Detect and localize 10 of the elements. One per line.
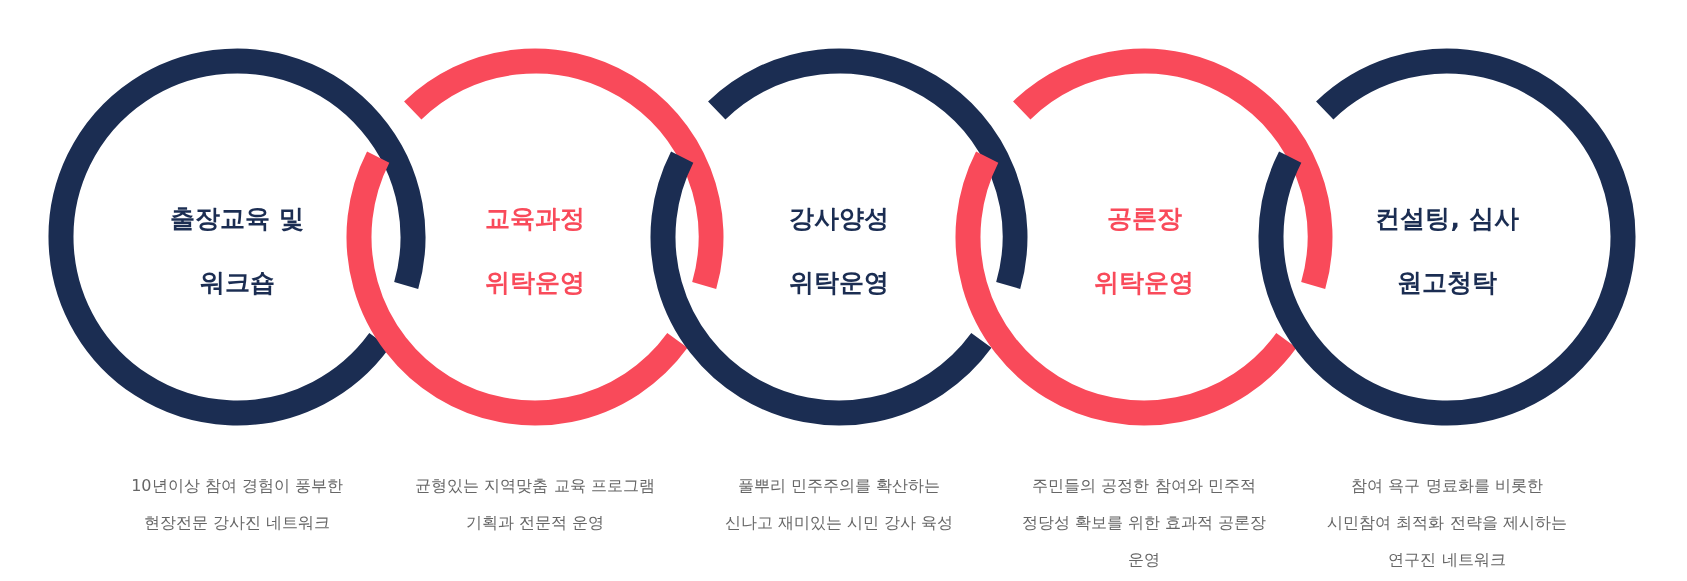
service-title: 교육과정 위탁운영 (484, 203, 586, 299)
service-title: 공론장 위탁운영 (1093, 203, 1195, 299)
service-title: 강사양성 위탁운영 (788, 203, 890, 299)
service-title: 출장교육 및 워크숍 (169, 203, 305, 299)
service-description: 주민들의 공정한 참여와 민주적 정당성 확보를 위한 효과적 공론장 운영 (1020, 475, 1268, 571)
service-description: 균형있는 지역맞춤 교육 프로그램 기획과 전문적 운영 (414, 475, 656, 534)
service-title: 컨설팅, 심사 원고청탁 (1374, 203, 1520, 299)
service-description: 참여 욕구 명료화를 비롯한 시민참여 최적화 전략을 제시하는 연구진 네트워크 (1326, 475, 1568, 571)
service-description: 풀뿌리 민주주의를 확산하는 신나고 재미있는 시민 강사 육성 (723, 475, 955, 534)
service-description: 10년이상 참여 경험이 풍부한 현장전문 강사진 네트워크 (130, 475, 344, 534)
